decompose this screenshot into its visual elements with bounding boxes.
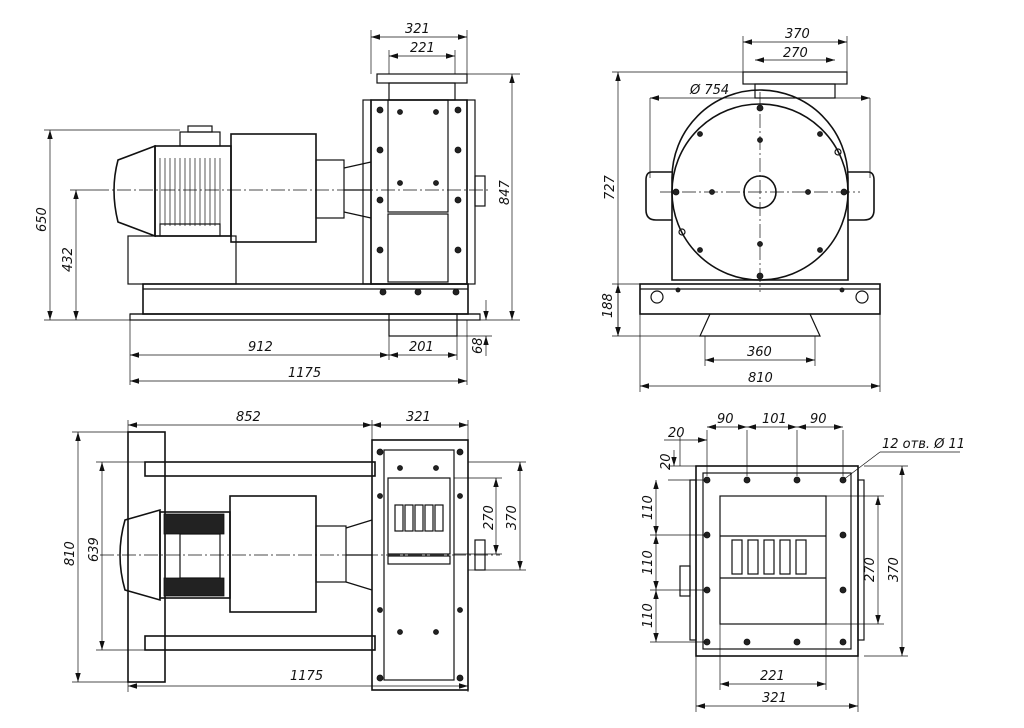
dim-top-639: 639 <box>87 537 102 562</box>
dim-flange-20-h: 20 <box>668 426 685 441</box>
flange-view: 20 90 101 90 12 отв. Ø 11 20 110 110 110… <box>641 412 965 712</box>
side-rotor-casing <box>671 89 849 281</box>
front-outlet <box>388 313 458 337</box>
front-blades <box>343 161 372 219</box>
dim-flange-221: 221 <box>760 669 785 684</box>
dim-flange-110-c: 110 <box>641 603 656 628</box>
dim-side-727: 727 <box>603 174 618 200</box>
flange-hammers <box>731 539 807 575</box>
dim-top-370: 370 <box>505 505 520 530</box>
front-coupling-guard <box>230 133 317 243</box>
flange-holes <box>703 476 847 646</box>
side-right-lug <box>848 171 875 221</box>
front-motor-pedestal <box>127 235 237 285</box>
side-left-lug <box>645 171 672 221</box>
dim-top-810: 810 <box>63 541 78 566</box>
flange-opening <box>719 495 827 625</box>
dim-flange-90-b: 90 <box>810 412 827 427</box>
top-dimensions: 852 321 810 639 270 370 1175 <box>63 410 526 692</box>
flange-holes-note: 12 отв. Ø 11 <box>882 437 965 452</box>
front-inlet-flange <box>376 73 468 84</box>
top-coupling-guard <box>229 495 317 613</box>
top-motor-fins <box>163 513 225 535</box>
top-frame-rail-lower <box>144 635 376 651</box>
front-rotor-housing <box>370 99 468 285</box>
dim-side-360: 360 <box>747 345 772 360</box>
front-motor-fins <box>159 158 221 226</box>
top-motor-endcap <box>119 508 161 602</box>
dim-front-201: 201 <box>409 340 434 355</box>
top-hammers <box>394 504 444 532</box>
dim-top-1175: 1175 <box>290 669 323 684</box>
dim-side-188: 188 <box>601 293 616 318</box>
dim-top-852: 852 <box>236 410 261 425</box>
dim-flange-270: 270 <box>863 557 878 582</box>
dim-top-321: 321 <box>406 410 431 425</box>
front-bearing-housing <box>315 159 345 219</box>
dim-top-270: 270 <box>482 505 497 530</box>
flange-dimensions: 20 90 101 90 12 отв. Ø 11 20 110 110 110… <box>641 412 965 712</box>
top-bolts <box>376 448 464 682</box>
side-bolt-circle <box>672 104 848 280</box>
top-rotor-housing <box>371 439 469 691</box>
top-frame-left <box>127 431 166 683</box>
dim-flange-110-b: 110 <box>641 550 656 575</box>
front-view: 321 221 847 650 432 912 201 68 <box>35 22 520 385</box>
top-frame-rail-upper <box>144 461 376 477</box>
dim-front-650: 650 <box>35 207 50 232</box>
dim-front-221: 221 <box>410 41 435 56</box>
side-view: 370 270 Ø 754 727 188 360 810 <box>601 27 881 392</box>
dim-flange-110-a: 110 <box>641 495 656 520</box>
dim-flange-20-v: 20 <box>659 453 674 470</box>
front-motor-body <box>154 145 232 237</box>
dim-front-68: 68 <box>471 337 486 354</box>
dim-side-270: 270 <box>783 46 808 61</box>
side-dimensions: 370 270 Ø 754 727 188 360 810 <box>601 27 881 392</box>
side-base-frame <box>639 283 881 315</box>
dim-front-1175: 1175 <box>288 366 321 381</box>
front-bolts <box>376 106 462 296</box>
front-motor-endcap <box>113 144 156 238</box>
dim-front-847: 847 <box>498 179 513 205</box>
side-inlet-flange <box>742 71 848 85</box>
side-outlet-hopper <box>699 313 821 337</box>
dim-side-diameter: Ø 754 <box>689 83 729 98</box>
dim-side-810: 810 <box>748 371 773 386</box>
dim-flange-370: 370 <box>887 557 902 582</box>
front-dimensions: 321 221 847 650 432 912 201 68 <box>35 22 520 385</box>
dim-front-432: 432 <box>61 247 76 272</box>
top-view: 852 321 810 639 270 370 1175 <box>63 410 526 692</box>
dim-flange-321: 321 <box>762 691 787 706</box>
dim-flange-101: 101 <box>762 412 787 427</box>
top-blades <box>345 519 373 591</box>
dim-front-912: 912 <box>248 340 273 355</box>
front-terminal-box <box>179 131 221 147</box>
dim-front-321: 321 <box>405 22 430 37</box>
front-inlet-neck <box>388 82 456 101</box>
dim-flange-90-a: 90 <box>717 412 734 427</box>
dim-side-370: 370 <box>785 27 810 42</box>
